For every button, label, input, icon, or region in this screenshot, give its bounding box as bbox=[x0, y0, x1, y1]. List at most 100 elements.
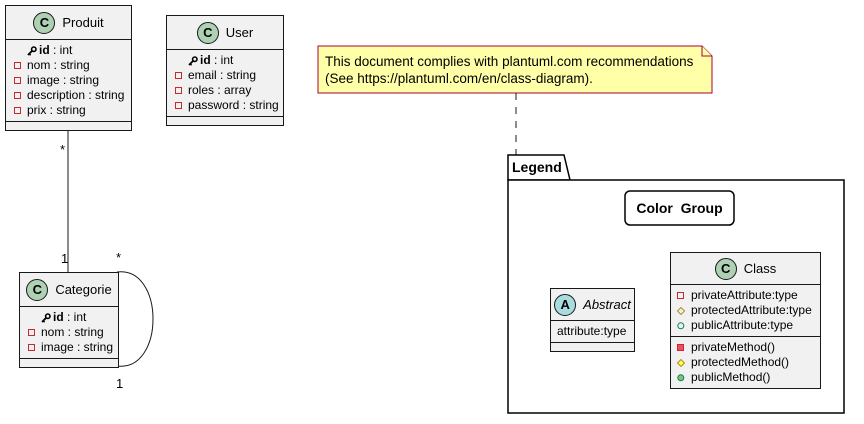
method-text: publicMethod() bbox=[691, 370, 771, 384]
attribute-text: protectedAttribute:type bbox=[691, 303, 812, 317]
class-user: C User id : int email : string roles : a… bbox=[166, 15, 284, 126]
attribute-type: : int bbox=[49, 43, 73, 57]
attribute-row: prix : string bbox=[6, 103, 131, 118]
package-title: Legend bbox=[512, 159, 562, 175]
attribute-row: protectedAttribute:type bbox=[671, 303, 820, 318]
key-icon bbox=[188, 56, 198, 66]
color-group-label: Color Group bbox=[636, 200, 722, 216]
multiplicity-label: 1 bbox=[61, 251, 68, 266]
attribute-text: nom : string bbox=[27, 58, 90, 72]
private-field-icon bbox=[28, 344, 36, 352]
class-spot-icon: C bbox=[33, 11, 56, 34]
legend-abstract-class: A Abstract attribute:type bbox=[550, 288, 635, 352]
private-field-icon bbox=[677, 292, 685, 300]
note-line: (See https://plantuml.com/en/class-diagr… bbox=[325, 71, 593, 86]
attribute-text: nom : string bbox=[41, 325, 104, 339]
attribute-row: privateAttribute:type bbox=[671, 288, 820, 303]
class-header: C User bbox=[167, 16, 283, 50]
public-field-icon bbox=[677, 322, 685, 330]
abstract-spot-icon: A bbox=[554, 293, 577, 316]
private-field-icon bbox=[175, 102, 183, 110]
key-icon bbox=[27, 46, 37, 56]
attribute-text: privateAttribute:type bbox=[691, 288, 798, 302]
class-categorie: C Categorie id : int nom : string image … bbox=[19, 272, 119, 368]
attribute-section: privateAttribute:type protectedAttribute… bbox=[671, 285, 820, 337]
legend-class: C Class privateAttribute:type protectedA… bbox=[670, 252, 821, 389]
note-fold bbox=[701, 46, 712, 57]
attribute-row: image : string bbox=[6, 73, 131, 88]
attribute-text: image : string bbox=[27, 73, 100, 87]
attribute-text: description : string bbox=[27, 88, 125, 102]
attribute-row: attribute:type bbox=[551, 324, 634, 339]
class-header: A Abstract bbox=[551, 289, 634, 321]
class-name: Produit bbox=[62, 15, 104, 30]
attribute-row: email : string bbox=[167, 68, 283, 83]
class-header: C Categorie bbox=[20, 273, 118, 307]
note: This document complies with plantuml.com… bbox=[317, 45, 713, 94]
class-header: C Produit bbox=[6, 6, 131, 40]
attribute-section: id : int nom : string image : string des… bbox=[6, 40, 131, 122]
method-row: protectedMethod() bbox=[671, 355, 820, 370]
attribute-text: prix : string bbox=[27, 103, 86, 117]
class-header: C Class bbox=[671, 253, 820, 285]
categorie-self-association bbox=[116, 271, 154, 367]
method-section: privateMethod() protectedMethod() public… bbox=[671, 337, 820, 388]
class-name: Categorie bbox=[55, 282, 112, 297]
protected-field-icon bbox=[676, 306, 686, 316]
attribute-section: id : int nom : string image : string bbox=[20, 307, 118, 359]
attribute-name: id bbox=[53, 310, 64, 324]
attribute-text: image : string bbox=[41, 340, 114, 354]
method-section bbox=[20, 359, 118, 367]
attribute-row: password : string bbox=[167, 98, 283, 113]
key-icon bbox=[41, 313, 51, 323]
attribute-row: id : int bbox=[6, 43, 131, 58]
method-section bbox=[6, 122, 131, 130]
note-shape bbox=[317, 45, 713, 94]
attribute-text: roles : array bbox=[188, 83, 252, 97]
attribute-type: : int bbox=[63, 310, 87, 324]
attribute-type: : int bbox=[210, 53, 234, 67]
private-field-icon bbox=[175, 72, 183, 80]
private-field-icon bbox=[28, 329, 36, 337]
method-row: privateMethod() bbox=[671, 340, 820, 355]
class-spot-icon: C bbox=[26, 278, 49, 301]
class-spot-icon: C bbox=[714, 257, 737, 280]
protected-method-icon bbox=[676, 358, 686, 368]
attribute-row: id : int bbox=[167, 53, 283, 68]
method-text: privateMethod() bbox=[691, 340, 776, 354]
private-method-icon bbox=[677, 344, 685, 352]
attribute-text: publicAttribute:type bbox=[691, 318, 794, 332]
private-field-icon bbox=[14, 92, 22, 100]
private-field-icon bbox=[14, 107, 22, 115]
attribute-row: image : string bbox=[20, 340, 118, 355]
attribute-section: attribute:type bbox=[551, 321, 634, 343]
note-line: This document complies with plantuml.com… bbox=[325, 54, 694, 69]
public-method-icon bbox=[677, 374, 685, 382]
attribute-section: id : int email : string roles : array pa… bbox=[167, 50, 283, 117]
attribute-row: publicAttribute:type bbox=[671, 318, 820, 333]
attribute-name: id bbox=[39, 43, 50, 57]
attribute-row: description : string bbox=[6, 88, 131, 103]
multiplicity-label: * bbox=[116, 250, 121, 265]
multiplicity-label: * bbox=[60, 142, 65, 157]
attribute-text: password : string bbox=[188, 98, 279, 112]
method-section bbox=[551, 343, 634, 351]
class-spot-icon: C bbox=[196, 21, 219, 44]
private-field-icon bbox=[14, 77, 22, 85]
class-name: User bbox=[225, 25, 254, 40]
method-section bbox=[167, 117, 283, 125]
class-name: Class bbox=[743, 261, 777, 276]
class-produit: C Produit id : int nom : string image : … bbox=[5, 5, 132, 131]
attribute-row: id : int bbox=[20, 310, 118, 325]
private-field-icon bbox=[175, 87, 183, 95]
method-row: publicMethod() bbox=[671, 370, 820, 385]
multiplicity-label: 1 bbox=[116, 376, 123, 391]
attribute-row: nom : string bbox=[6, 58, 131, 73]
attribute-row: nom : string bbox=[20, 325, 118, 340]
attribute-text: attribute:type bbox=[557, 324, 627, 338]
private-field-icon bbox=[14, 62, 22, 70]
attribute-name: id bbox=[200, 53, 211, 67]
method-text: protectedMethod() bbox=[691, 355, 790, 369]
color-group-box bbox=[624, 190, 735, 226]
